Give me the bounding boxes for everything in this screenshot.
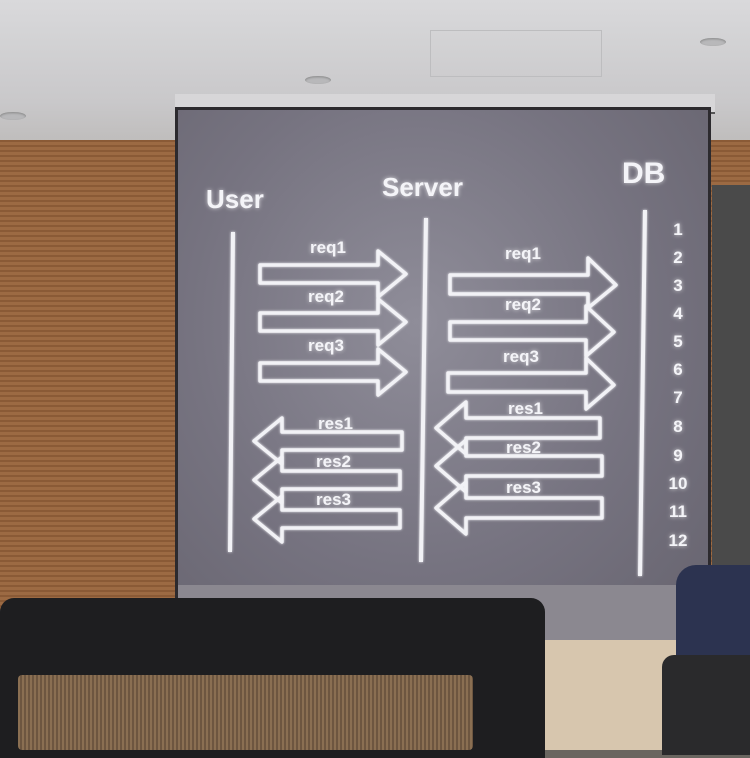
time-step: 7 — [673, 388, 683, 407]
time-step: 9 — [673, 446, 683, 465]
time-step: 1 — [673, 220, 683, 239]
chair-back-right — [662, 655, 750, 755]
ceiling-light — [0, 112, 26, 120]
sequence-diagram — [228, 209, 647, 577]
arrow-req2-user-server — [258, 297, 408, 347]
label-req1-user-server: req1 — [310, 238, 346, 257]
time-step: 4 — [673, 304, 683, 323]
column-header-db: DB — [622, 157, 666, 190]
chair-mesh-panel — [18, 675, 473, 750]
arrow-res2-db-server — [434, 438, 604, 494]
time-step: 3 — [673, 276, 683, 295]
arrow-res2-server-user — [252, 455, 402, 505]
arrow-req1-user-server — [258, 249, 408, 299]
arrow-req3-user-server — [258, 347, 408, 397]
time-step: 6 — [673, 360, 683, 379]
arrow-res1-server-user — [252, 416, 404, 466]
time-step: 2 — [673, 248, 683, 267]
arrow-res3-db-server — [434, 480, 604, 536]
arrow-req3-server-db — [446, 356, 616, 411]
server-lifeline — [419, 217, 428, 563]
label-req2-server-db: req2 — [505, 295, 541, 314]
label-res2-db-server: res2 — [506, 438, 541, 457]
arrow-req1-server-db — [448, 256, 618, 310]
time-step: 8 — [673, 417, 683, 436]
time-step: 10 — [668, 474, 688, 493]
arrow-req2-server-db — [448, 304, 616, 358]
ceiling-light — [305, 76, 331, 84]
person-shoulder — [676, 565, 750, 665]
user-lifeline — [228, 231, 235, 553]
label-req3-server-db: req3 — [503, 347, 539, 366]
label-req1-server-db: req1 — [505, 244, 541, 263]
label-req3-user-server: req3 — [308, 336, 344, 355]
time-step: 12 — [668, 531, 688, 550]
ceiling-light — [700, 38, 726, 46]
projection-screen — [178, 110, 708, 640]
ceiling-panel — [430, 30, 602, 77]
label-res3-server-user: res3 — [316, 490, 351, 509]
column-header-user: User — [206, 184, 264, 214]
arrow-res1-db-server — [434, 400, 602, 456]
label-res1-server-user: res1 — [318, 414, 353, 433]
column-header-server: Server — [382, 172, 463, 202]
label-res3-db-server: res3 — [506, 478, 541, 497]
wall-column — [712, 185, 750, 605]
label-req2-user-server: req2 — [308, 287, 344, 306]
time-step: 5 — [673, 332, 683, 351]
label-res1-db-server: res1 — [508, 399, 543, 418]
label-res2-server-user: res2 — [316, 452, 351, 471]
db-lifeline — [638, 209, 647, 577]
time-step: 11 — [669, 502, 687, 521]
arrow-res3-server-user — [252, 494, 402, 544]
